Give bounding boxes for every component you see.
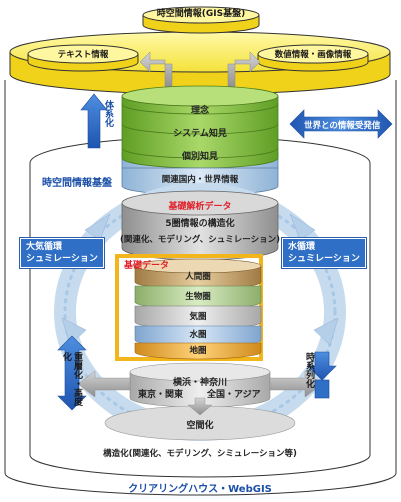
water-line1: 水循環 xyxy=(288,242,316,252)
region-cylinder xyxy=(104,362,296,441)
green-layer-system: システム知見 xyxy=(173,129,227,139)
top-left-cylinder xyxy=(27,44,139,72)
kukanka-label: 空間化 xyxy=(186,421,214,431)
bottom-structure-label: 構造化(関連化、モデリング、シミュレーション等) xyxy=(103,449,297,459)
right-vertical-label: 時系列化 xyxy=(304,352,314,388)
left-vertical-arrow xyxy=(57,335,87,411)
kiso-data-title: 基礎データ xyxy=(124,261,170,271)
green-layer-rinen: 理念 xyxy=(190,106,210,116)
layer-sui: 水圏 xyxy=(189,330,207,340)
region-gray-arrows xyxy=(77,370,323,416)
kiso-kaiseki-line2: (関連化、モデリング、シュミレーション) xyxy=(119,235,281,245)
water-simulation-box: 水循環 シュミレーション xyxy=(282,238,366,268)
top-right-cylinder xyxy=(257,44,369,72)
layer-ningen: 人間圏 xyxy=(185,272,211,282)
world-exchange-label: 世界との情報受発信 xyxy=(304,121,381,131)
taikeika-arrow xyxy=(80,93,108,149)
region-zenkoku: 全国・アジア xyxy=(207,390,261,400)
top-gray-arrows xyxy=(139,51,261,89)
region-yokohama: 横浜・神奈川 xyxy=(172,378,228,388)
atmosphere-simulation-box: 大気循環 シュミレーション xyxy=(20,238,104,268)
top-center-cylinder xyxy=(142,6,260,34)
atmosphere-line1: 大気循環 xyxy=(26,242,63,252)
cycle-arrowheads xyxy=(61,213,339,346)
layer-ki: 気圏 xyxy=(189,312,207,322)
top-center-label: 時空間情報(GIS基盤) xyxy=(156,9,246,19)
kiso-kaiseki-title: 基礎解析データ xyxy=(168,202,232,212)
kiso-data-stack xyxy=(115,254,263,361)
top-right-label: 数値情報・画像情報 xyxy=(274,50,352,60)
jikukan-kiban-label: 時空間情報基盤 xyxy=(42,178,112,189)
atmosphere-line2: シュミレーション xyxy=(26,254,98,264)
layer-seibutsu: 生物圏 xyxy=(185,292,211,302)
world-exchange-arrow xyxy=(289,109,393,139)
kiso-kaiseki-line1: 5圏情報の構造化 xyxy=(165,219,235,229)
water-line2: シュミレーション xyxy=(288,254,360,264)
left-vertical-label: 重層化・高度化 xyxy=(61,352,82,406)
green-layer-kobetsu: 個別知見 xyxy=(181,152,219,162)
kiso-kaiseki-cylinder xyxy=(121,190,279,261)
top-left-label: テキスト情報 xyxy=(57,50,109,60)
region-tokyo: 東京・関東 xyxy=(138,390,184,400)
outer-cylinder xyxy=(4,80,397,496)
kanren-label: 関連国内・世界情報 xyxy=(161,175,239,185)
footer-label: クリアリングハウス・WebGIS xyxy=(128,484,272,495)
layer-chi: 地圏 xyxy=(189,346,207,356)
right-vertical-arrow xyxy=(307,351,337,399)
taikeika-label: 体系化 xyxy=(103,100,113,127)
